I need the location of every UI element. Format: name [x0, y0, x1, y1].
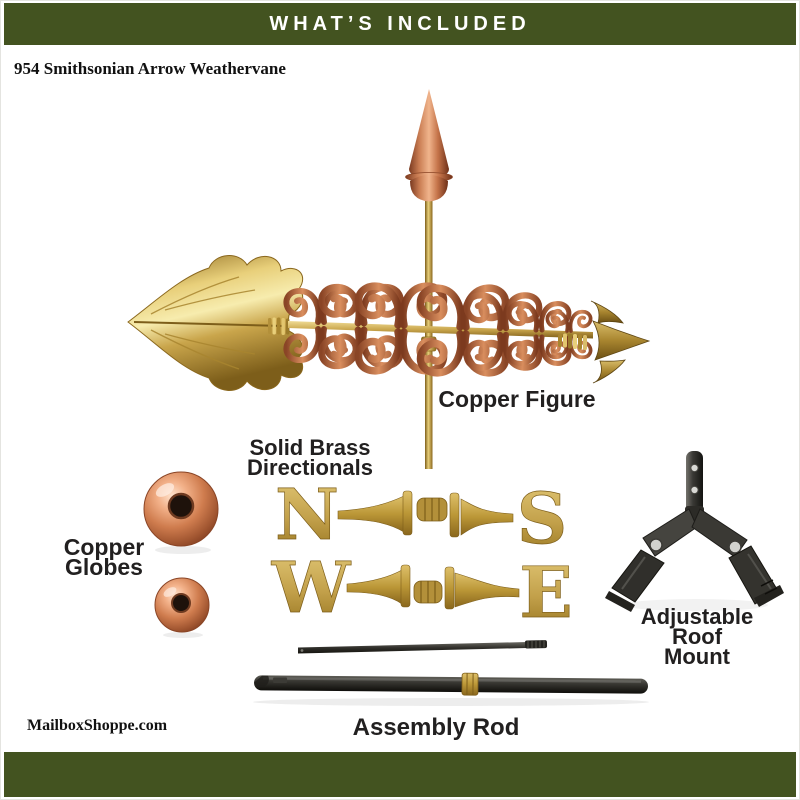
label-line: Solid Brass [249, 435, 371, 460]
arrowhead-icon [590, 300, 651, 384]
label-line: Directionals [247, 455, 373, 480]
ns-directional: N S [275, 473, 568, 561]
label-line: Roof [671, 624, 723, 649]
weathervane-figure [127, 89, 651, 469]
directional-letter-s: S [517, 477, 568, 560]
arrowhead-collar [558, 333, 587, 350]
assembly-rod-icon [253, 640, 649, 706]
label-line: Mount [664, 644, 730, 669]
solid-brass-directionals-label: Solid Brass Directionals [220, 435, 400, 480]
thick-rod [254, 672, 648, 696]
directional-letter-n: N [275, 473, 339, 556]
label-line: Adjustable [640, 604, 754, 629]
copper-figure-label: Copper Figure [438, 386, 596, 412]
label-line: Copper [63, 534, 145, 560]
adjustable-roof-mount-label: Adjustable Roof Mount [612, 604, 782, 669]
cone-finial-icon [405, 89, 453, 202]
we-directional: W E [270, 546, 573, 635]
header-title: WHAT’S INCLUDED [269, 12, 531, 35]
copper-globe-small [154, 577, 210, 633]
arrow-fletching-icon [127, 255, 304, 391]
copper-globes-label: Copper Globes [24, 534, 184, 580]
directional-letter-e: E [519, 551, 572, 634]
footer-banner [4, 752, 796, 797]
assembly-rod-label: Assembly Rod [352, 714, 520, 741]
product-title: 954 Smithsonian Arrow Weathervane [14, 59, 286, 78]
shaft-collar [268, 317, 290, 335]
roof-mount-icon [605, 451, 784, 612]
thin-rod [298, 640, 548, 654]
directional-letter-w: W [271, 546, 352, 629]
vertical-rod [425, 199, 433, 469]
copper-globes-icon [143, 471, 219, 638]
watermark: MailboxShoppe.com [27, 717, 168, 734]
label-line: Globes [65, 554, 143, 580]
copper-globe-large [143, 471, 219, 547]
header-banner: WHAT’S INCLUDED [4, 3, 796, 45]
